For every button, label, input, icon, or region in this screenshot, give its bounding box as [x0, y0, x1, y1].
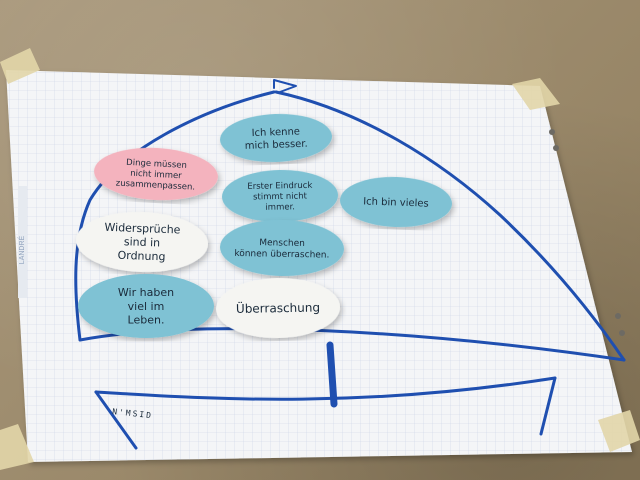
sticker-s4: Ich bin vieles: [340, 176, 452, 228]
sticker-text-line: Ordnung: [117, 249, 165, 264]
sticker-text-line: Ich bin vieles: [363, 196, 429, 209]
sticker-ellipse: [340, 176, 452, 228]
sticker-text-line: Ich kenne: [251, 126, 300, 139]
sticker-text-line: sind in: [124, 235, 161, 249]
sticker-ellipse: [94, 147, 218, 201]
sticker-ellipse: [78, 274, 214, 338]
sticker-text-line: nicht immer: [130, 169, 182, 182]
sticker-ellipse: [220, 113, 332, 163]
brand-strip: LANDRÉ: [17, 186, 27, 298]
sticker-text-line: Erster Eindruck: [247, 181, 312, 192]
sticker-text-line: Überraschung: [236, 298, 320, 315]
boat-label: N'MSID: [112, 407, 154, 420]
sticker-ellipse: [76, 211, 208, 273]
sticker-ellipse: [216, 277, 340, 339]
sticker-text-line: immer.: [265, 202, 295, 213]
sticker-text-line: Leben.: [128, 314, 165, 327]
sticker-text-line: zusammenpassen.: [115, 179, 195, 193]
sticker-text-line: stimmt nicht: [253, 191, 308, 202]
sticker-text-line: Widersprüche: [104, 221, 181, 237]
sticker-text-line: Dinge müssen: [126, 158, 187, 171]
sticker-ellipse: [222, 169, 338, 223]
sticker-ellipse: [220, 219, 344, 277]
tape-pieces: [0, 48, 640, 470]
sticker-text-line: mich besser.: [245, 139, 308, 152]
sticker-text-line: viel im: [128, 300, 165, 313]
sticker-s8: Überraschung: [216, 277, 340, 339]
sticker-text-line: Menschen: [259, 238, 305, 249]
sticker-text-line: Wir haben: [118, 286, 174, 299]
sticker-text-line: können überraschen.: [234, 249, 329, 261]
brand-strip-text: LANDRÉ: [17, 235, 26, 264]
